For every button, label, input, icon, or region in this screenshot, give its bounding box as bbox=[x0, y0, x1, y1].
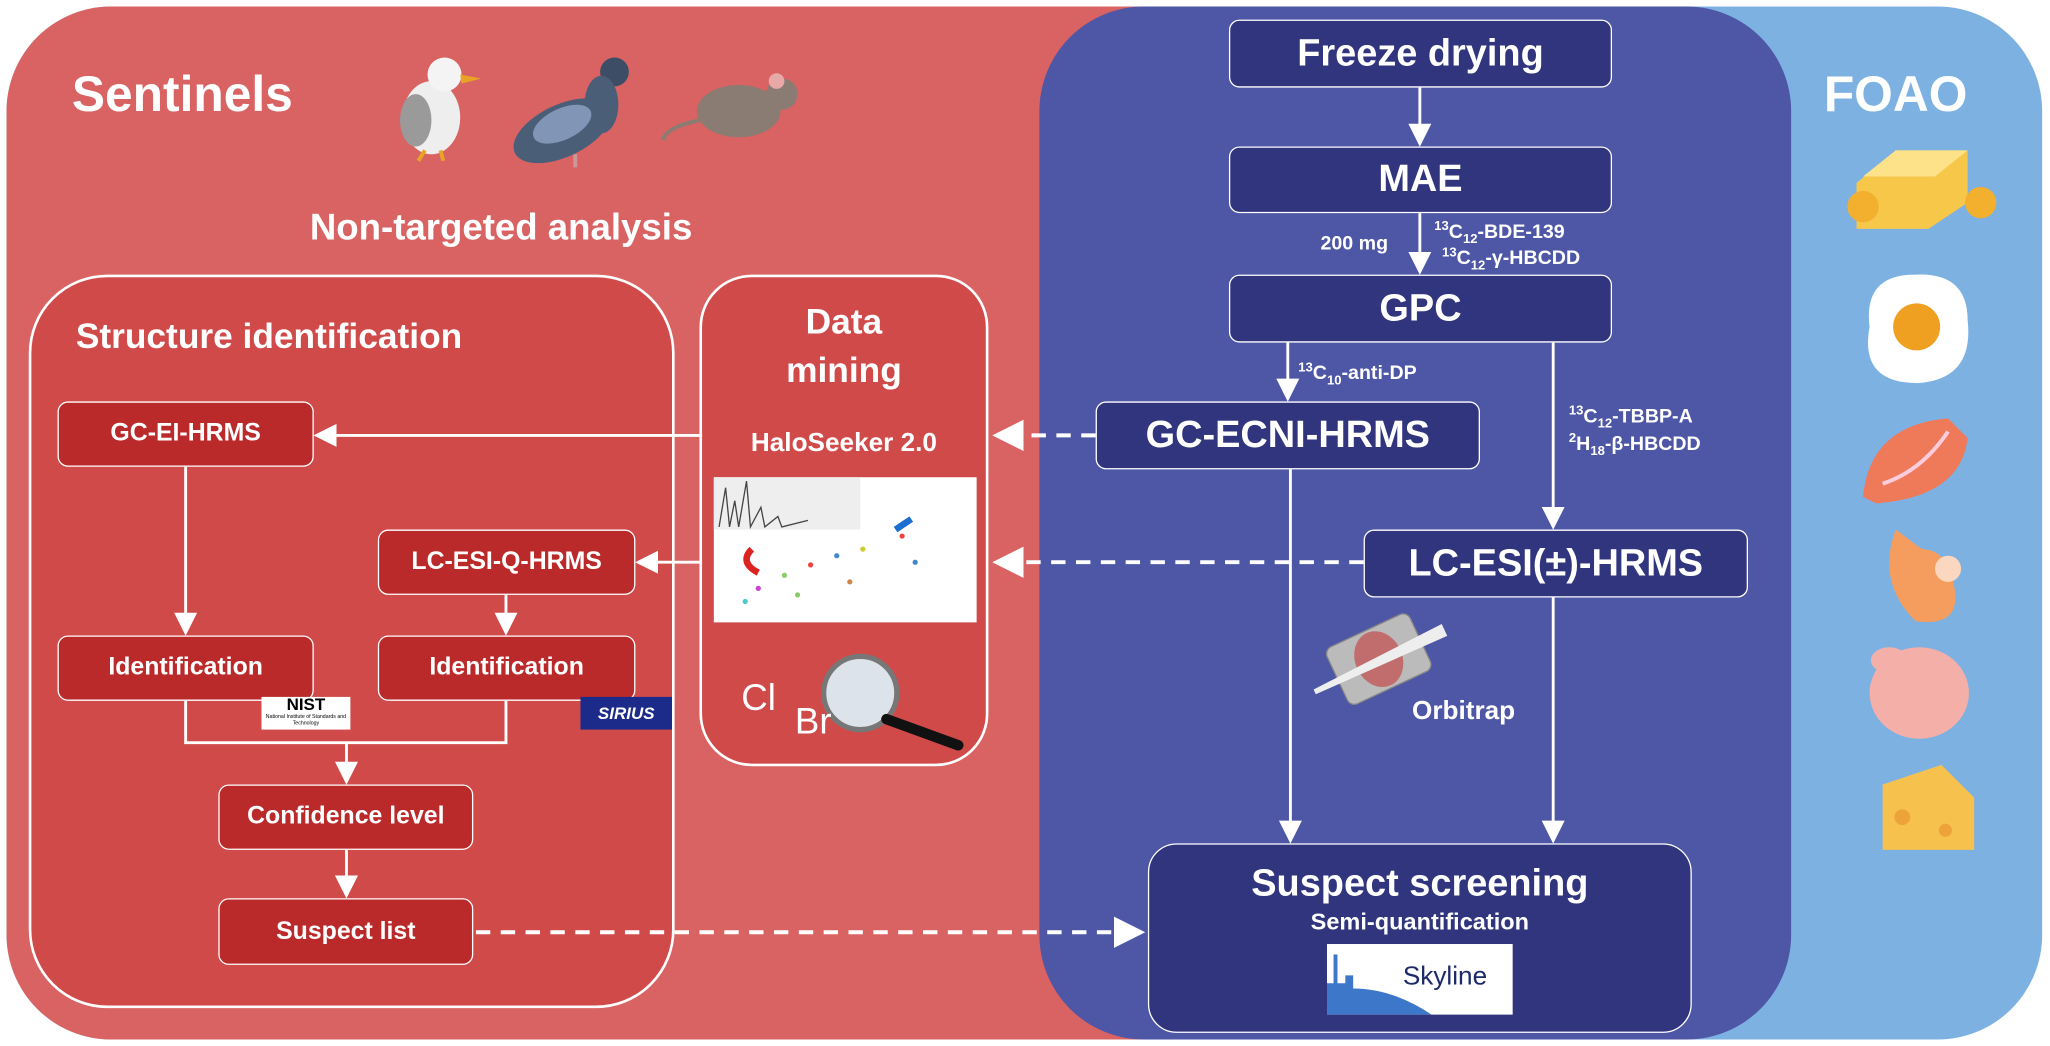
confidence-level-node: Confidence level bbox=[218, 784, 474, 850]
skyline-logo: Skyline bbox=[1327, 944, 1513, 1015]
freeze-drying-node: Freeze drying bbox=[1228, 19, 1613, 88]
identification-node-2: Identification bbox=[377, 635, 636, 701]
chicken-icon bbox=[1869, 647, 1969, 739]
data-mining-title-1: Data bbox=[805, 302, 883, 342]
shrimp-icon bbox=[1889, 529, 1962, 622]
egg-icon bbox=[1868, 274, 1969, 384]
gpc-node: GPC bbox=[1228, 274, 1613, 343]
magnifier-icon bbox=[821, 653, 900, 733]
sirius-logo: SIRIUS bbox=[580, 696, 673, 730]
haloseeker-label: HaloSeeker 2.0 bbox=[750, 428, 937, 458]
gull-icon bbox=[400, 57, 482, 162]
butter-icon bbox=[1847, 150, 1997, 229]
foao-title: FOAO bbox=[1823, 67, 1968, 123]
cheese-icon bbox=[1882, 764, 1975, 850]
lc-esi-q-hrms-node: LC-ESI-Q-HRMS bbox=[377, 529, 636, 595]
suspect-screening-node: Suspect screening Semi-quantification Sk… bbox=[1147, 843, 1692, 1033]
br-label: Br bbox=[794, 700, 832, 742]
semi-quantification-label: Semi-quantification bbox=[1310, 908, 1530, 935]
gc-ecni-hrms-node: GC-ECNI-HRMS bbox=[1095, 401, 1480, 470]
orbitrap-label: Orbitrap bbox=[1411, 696, 1516, 726]
standard-beta-hbcdd: 2H18-β-HBCDD bbox=[1568, 431, 1701, 459]
lc-esi-hrms-node: LC-ESI(±)-HRMS bbox=[1363, 529, 1748, 598]
cl-label: Cl bbox=[741, 677, 776, 718]
identification-node-1: Identification bbox=[57, 635, 314, 701]
skyline-logo-text: Skyline bbox=[1402, 962, 1488, 992]
nist-logo-text: NIST bbox=[286, 694, 326, 714]
sample-amount-label: 200 mg bbox=[1320, 232, 1389, 255]
standard-gamma-hbcdd: 13C12-γ-HBCDD bbox=[1442, 245, 1581, 274]
salmon-icon bbox=[1863, 418, 1968, 504]
sentinels-title: Sentinels bbox=[71, 67, 293, 123]
standard-bde-139: 13C12-BDE-139 bbox=[1434, 219, 1565, 248]
rat-icon bbox=[660, 73, 798, 141]
suspect-list-node: Suspect list bbox=[218, 898, 474, 965]
standard-anti-dp: 13C10-anti-DP bbox=[1298, 360, 1417, 389]
nist-logo-subtitle: National Institute of Standards and Tech… bbox=[265, 712, 347, 726]
data-mining-title-2: mining bbox=[786, 350, 902, 390]
standard-tbbp-a: 13C12-TBBP-A bbox=[1568, 404, 1693, 432]
pigeon-icon bbox=[513, 57, 629, 168]
data-mining-title: Data mining bbox=[699, 298, 988, 395]
gc-ei-hrms-node: GC-EI-HRMS bbox=[57, 401, 314, 467]
mae-node: MAE bbox=[1228, 146, 1613, 214]
structure-identification-title: Structure identification bbox=[75, 316, 463, 356]
suspect-screening-title: Suspect screening bbox=[1251, 862, 1589, 905]
nta-title: Non-targeted analysis bbox=[309, 206, 693, 248]
